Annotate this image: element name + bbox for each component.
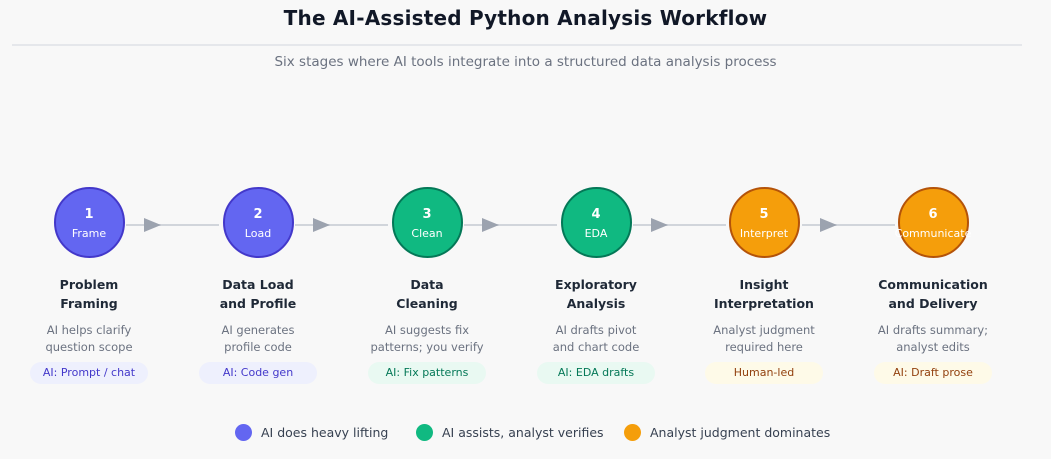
stage-interpret: 5 Interpret Insight Interpretation Analy… <box>684 187 844 384</box>
stage-desc-line: profile code <box>224 340 292 354</box>
stage-desc-line: and chart code <box>552 340 640 354</box>
stage-title: Communication and Delivery <box>853 275 1013 313</box>
stage-title-line: Exploratory <box>555 277 637 292</box>
stage-title-line: and Profile <box>219 296 297 311</box>
legend-label: AI assists, analyst verifies <box>442 425 604 440</box>
stage-desc-line: analyst edits <box>896 340 970 354</box>
stage-number: 2 <box>253 206 263 222</box>
stage-title-line: Problem <box>59 277 119 292</box>
stage-desc-line: required here <box>725 340 803 354</box>
stage-frame: 1 Frame Problem Framing AI helps clarify… <box>9 187 169 384</box>
connector-line <box>633 224 726 226</box>
stage-title: Data Load and Profile <box>178 275 338 313</box>
connector-line <box>464 224 557 226</box>
stage-title: Exploratory Analysis <box>516 275 676 313</box>
stage-badge: AI: Prompt / chat <box>30 362 148 384</box>
connector-line <box>126 224 219 226</box>
stage-circle: 5 Interpret <box>728 187 800 258</box>
stage-title-line: Data Load <box>222 277 294 292</box>
stage-number: 5 <box>759 206 769 222</box>
stage-description: AI generates profile code <box>178 322 338 356</box>
stage-circle: 6 Communicate <box>894 187 972 258</box>
stage-number: 1 <box>84 206 94 222</box>
stage-number: 6 <box>928 206 938 222</box>
stage-description: AI suggests fix patterns; you verify <box>347 322 507 356</box>
stage-title: Problem Framing <box>9 275 169 313</box>
stage-title-line: Analysis <box>566 296 626 311</box>
stage-short-label: Frame <box>71 226 107 240</box>
legend-dot-icon <box>235 424 252 441</box>
stage-badge: AI: EDA drafts <box>537 362 655 384</box>
arrow-icon <box>820 218 837 232</box>
stage-desc-line: question scope <box>45 340 133 354</box>
stage-desc-line: AI drafts summary; <box>877 323 989 337</box>
stage-circle: 2 Load <box>222 187 294 258</box>
stage-desc-line: AI suggests fix <box>384 323 470 337</box>
legend-item-heavy: AI does heavy lifting <box>235 424 388 441</box>
stage-title-line: Data <box>410 277 444 292</box>
stage-desc-line: AI drafts pivot <box>555 323 637 337</box>
legend-dot-icon <box>416 424 433 441</box>
stage-number: 4 <box>591 206 601 222</box>
stage-description: Analyst judgment required here <box>684 322 844 356</box>
stage-title-line: and Delivery <box>888 296 978 311</box>
page-title: The AI-Assisted Python Analysis Workflow <box>283 6 768 30</box>
stage-badge: AI: Code gen <box>199 362 317 384</box>
stage-short-label: Interpret <box>739 226 789 240</box>
legend: AI does heavy lifting AI assists, analys… <box>0 424 1051 444</box>
stage-eda: 4 EDA Exploratory Analysis AI drafts piv… <box>516 187 676 384</box>
stage-title-line: Framing <box>60 296 118 311</box>
connector-line <box>802 224 895 226</box>
connector-line <box>295 224 388 226</box>
stage-load: 2 Load Data Load and Profile AI generate… <box>178 187 338 384</box>
stage-description: AI helps clarify question scope <box>9 322 169 356</box>
stage-title-line: Insight <box>739 277 789 292</box>
arrow-icon <box>482 218 499 232</box>
stage-communicate: 6 Communicate Communication and Delivery… <box>853 187 1013 384</box>
stage-number: 3 <box>422 206 432 222</box>
stage-title-line: Cleaning <box>396 296 458 311</box>
stage-badge: Human-led <box>705 362 823 384</box>
stage-short-label: Communicate <box>894 226 972 240</box>
stage-short-label: Clean <box>411 226 443 240</box>
stage-description: AI drafts pivot and chart code <box>516 322 676 356</box>
arrow-icon <box>651 218 668 232</box>
stage-title: Data Cleaning <box>347 275 507 313</box>
stage-desc-line: AI helps clarify <box>46 323 132 337</box>
title-divider <box>12 44 1022 46</box>
stage-badge: AI: Draft prose <box>874 362 992 384</box>
page-subtitle: Six stages where AI tools integrate into… <box>274 54 777 70</box>
legend-item-assist: AI assists, analyst verifies <box>416 424 604 441</box>
stage-circle: 1 Frame <box>53 187 125 258</box>
legend-dot-icon <box>624 424 641 441</box>
stage-desc-line: patterns; you verify <box>370 340 484 354</box>
stage-badge: AI: Fix patterns <box>368 362 486 384</box>
stage-desc-line: AI generates <box>221 323 295 337</box>
stage-clean: 3 Clean Data Cleaning AI suggests fix pa… <box>347 187 507 384</box>
stage-circle: 3 Clean <box>391 187 463 258</box>
stage-short-label: EDA <box>584 226 608 240</box>
legend-label: Analyst judgment dominates <box>650 425 831 440</box>
stage-title-line: Interpretation <box>714 296 814 311</box>
legend-label: AI does heavy lifting <box>261 425 389 440</box>
legend-item-judgment: Analyst judgment dominates <box>624 424 830 441</box>
arrow-icon <box>313 218 330 232</box>
stage-short-label: Load <box>244 226 272 240</box>
stage-desc-line: Analyst judgment <box>713 323 815 337</box>
stage-circle: 4 EDA <box>560 187 632 258</box>
stage-title-line: Communication <box>878 277 988 292</box>
arrow-icon <box>144 218 161 232</box>
stage-description: AI drafts summary; analyst edits <box>853 322 1013 356</box>
stage-title: Insight Interpretation <box>684 275 844 313</box>
